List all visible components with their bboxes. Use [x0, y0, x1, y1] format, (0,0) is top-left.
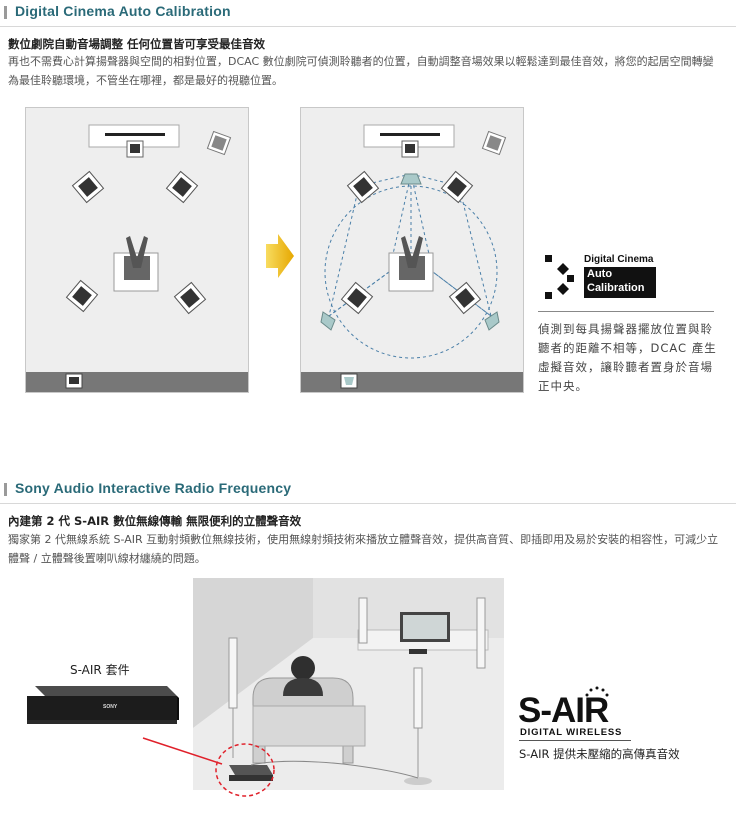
sair-subtitle: DIGITAL WIRELESS	[520, 727, 623, 738]
dcac-logo-mark	[545, 255, 574, 299]
divider	[538, 311, 714, 312]
sair-divider	[519, 740, 631, 741]
room-layout-after	[301, 108, 523, 392]
section-paragraph: 獨家第 2 代無線系統 S-AIR 互動射頻數位無線技術，使用無線射頻技術來播放…	[8, 533, 719, 565]
logo-line-1: Digital Cinema	[584, 254, 654, 265]
highlight-pointer	[142, 737, 275, 797]
section-subhead: 內建第 2 代 S-AIR 數位無線傳輸 無限便利的立體聲音效	[8, 514, 302, 528]
section-paragraph: 再也不需費心計算揚聲器與空間的相對位置，DCAC 數位劇院可偵測聆聽者的位置，自…	[8, 55, 714, 87]
dcac-description: 偵測到每具揚聲器擺放位置與聆聽者的距離不相等，DCAC 產生虛擬音效，讓聆聽者置…	[538, 322, 717, 393]
logo-line-3: Calibration	[587, 282, 645, 294]
section-header-sair: Sony Audio Interactive Radio Frequency	[0, 477, 736, 504]
section-title: Digital Cinema Auto Calibration	[15, 3, 231, 19]
room-layout-before	[26, 108, 248, 392]
wireless-signal-icon	[585, 686, 609, 697]
living-room-scene	[193, 578, 504, 790]
device-brand: SONY	[103, 704, 118, 710]
sair-logo: S-AIR	[518, 691, 609, 730]
kit-label: S-AIR 套件	[70, 663, 130, 677]
section-header-dcac: Digital Cinema Auto Calibration	[0, 0, 736, 27]
section-marker	[4, 6, 7, 19]
room-diagram-after	[300, 107, 524, 393]
arrow-right-icon	[266, 234, 294, 278]
living-room-illustration	[193, 578, 504, 790]
logo-line-2: Auto	[587, 268, 613, 280]
section-subhead: 數位劇院自動音場調整 任何位置皆可享受最佳音效	[8, 37, 266, 51]
dcac-logo: Digital Cinema Auto Calibration	[541, 253, 661, 301]
sair-kit-device	[27, 686, 179, 724]
room-diagram-before	[25, 107, 249, 393]
section-title: Sony Audio Interactive Radio Frequency	[15, 480, 292, 496]
logo-box: Auto Calibration	[584, 267, 656, 298]
sair-caption: S-AIR 提供未壓縮的高傳真音效	[519, 747, 680, 761]
section-marker	[4, 483, 7, 496]
